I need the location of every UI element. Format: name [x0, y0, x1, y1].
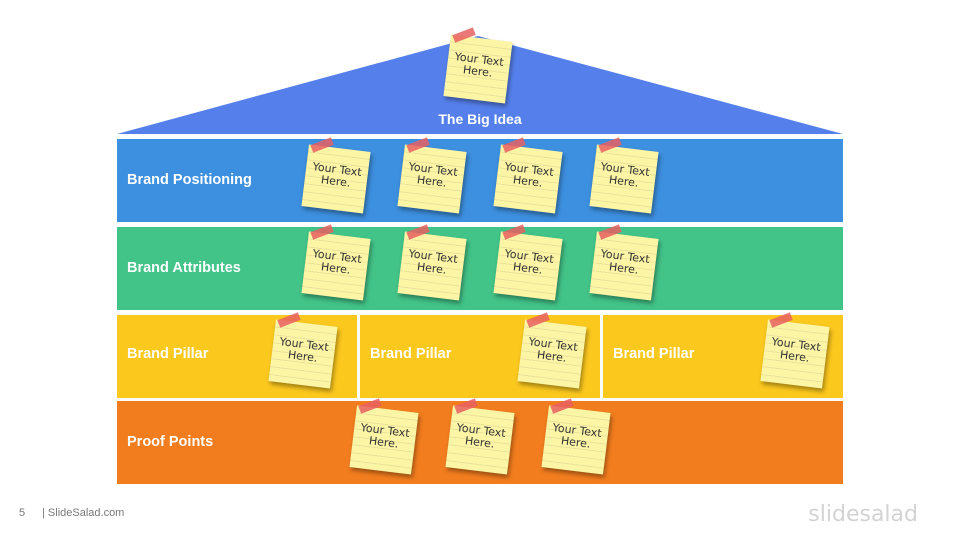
brand-logo: slidesalad [808, 502, 918, 527]
sticky-note-text: Your Text Here. [503, 160, 555, 190]
sticky-note-attributes-1: Your Text Here. [301, 224, 371, 301]
pillar-label: Brand Pillar [370, 346, 452, 362]
sticky-note-pillar-1: Your Text Here. [268, 312, 338, 389]
sticky-note-text: Your Text Here. [503, 247, 555, 277]
sticky-note-text: Your Text Here. [407, 247, 459, 277]
sticky-note-positioning-3: Your Text Here. [493, 137, 563, 214]
sticky-note-text: Your Text Here. [527, 335, 579, 365]
sticky-note-positioning-1: Your Text Here. [301, 137, 371, 214]
sticky-note-positioning-2: Your Text Here. [397, 137, 467, 214]
sticky-note-pillar-3: Your Text Here. [760, 312, 830, 389]
sticky-note-text: Your Text Here. [599, 160, 651, 190]
sticky-note-text: Your Text Here. [311, 247, 363, 277]
sticky-note-proof-1: Your Text Here. [349, 398, 419, 475]
sticky-note-attributes-3: Your Text Here. [493, 224, 563, 301]
sticky-note-text: Your Text Here. [599, 247, 651, 277]
sticky-note-text: Your Text Here. [770, 335, 822, 365]
sticky-note-pillar-2: Your Text Here. [517, 312, 587, 389]
sticky-note-text: Your Text Here. [551, 421, 603, 451]
sticky-note-text: Your Text Here. [407, 160, 459, 190]
pillar-label: Brand Pillar [613, 346, 695, 362]
sticky-note-proof-3: Your Text Here. [541, 398, 611, 475]
sticky-note-big-idea: Your Text Here. [443, 27, 513, 104]
sticky-note-text: Your Text Here. [359, 421, 411, 451]
band-label: Proof Points [127, 434, 214, 450]
band-label: Brand Attributes [127, 260, 241, 276]
footer-site-link: | SlideSalad.com [42, 507, 125, 519]
band-label: Brand Positioning [127, 172, 252, 188]
sticky-note-attributes-2: Your Text Here. [397, 224, 467, 301]
band-brand-positioning: Brand Positioning [117, 139, 843, 222]
page-number: 5 [19, 507, 26, 519]
sticky-note-text: Your Text Here. [311, 160, 363, 190]
sticky-note-attributes-4: Your Text Here. [589, 224, 659, 301]
sticky-note-text: Your Text Here. [453, 50, 505, 80]
band-brand-attributes: Brand Attributes [117, 227, 843, 310]
pillar-label: Brand Pillar [127, 346, 209, 362]
sticky-note-proof-2: Your Text Here. [445, 398, 515, 475]
sticky-note-text: Your Text Here. [278, 335, 330, 365]
big-idea-label: The Big Idea [438, 111, 522, 127]
sticky-note-positioning-4: Your Text Here. [589, 137, 659, 214]
sticky-note-text: Your Text Here. [455, 421, 507, 451]
